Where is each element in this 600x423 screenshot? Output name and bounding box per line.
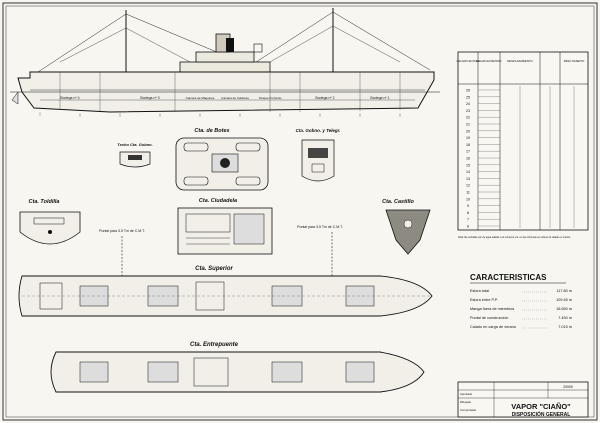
title-block: Aprobado Dibujado Comprobado 20000 VAPOR… (457, 381, 589, 418)
hold-label-4: Bodega nº 4 (60, 96, 79, 100)
table-header-desplazamiento: DESPLAZAMIENTO (507, 59, 533, 63)
draft-row-label: 11 (466, 191, 470, 195)
draft-row-label: 23 (466, 109, 470, 113)
characteristic-label: Puntal de construcción (470, 316, 508, 320)
label-cta-gobierno: Cta. Gobno. y Telegr. (296, 128, 341, 133)
label-cta-castillo: Cta. Castillo (382, 199, 414, 205)
forecastle-plan (385, 209, 431, 255)
wheelhouse-deck-plan (301, 139, 335, 182)
characteristic-value: 117.80 m (556, 289, 572, 293)
hold-label-2: Bodega nº 2 (315, 96, 334, 100)
draft-row-label: 10 (466, 197, 470, 201)
table-header-peso-muerto: PESO MUERTO (564, 59, 585, 63)
ship-name: VAPOR "CIAÑO" (511, 402, 571, 411)
upper-deck-plan (18, 275, 433, 317)
wheelhouse-top-plan (119, 151, 151, 168)
draft-row-label: 26 (466, 89, 470, 93)
characteristic-label: Eslora total (470, 289, 489, 293)
draft-row-label: 21 (466, 123, 470, 127)
draft-row-label: 20 (466, 129, 470, 133)
draft-row-label: 7 (467, 218, 469, 222)
draft-row-label: 9 (467, 204, 469, 208)
characteristic-value: 109.45 m (556, 298, 572, 302)
label-cta-superior: Cta. Superior (195, 266, 233, 272)
characteristic-value: 7.450 m (558, 316, 572, 320)
bridge-deck-plan (177, 207, 273, 255)
title-label-dibujado: Dibujado (460, 400, 471, 404)
room-label-tanque: Tanque Profundo (259, 96, 282, 100)
title-ref: 20000 (563, 385, 573, 389)
draft-row-label: 15 (466, 163, 470, 167)
boat-deck-plan (175, 137, 269, 191)
draft-row-label: 24 (466, 102, 470, 106)
characteristic-label: Eslora entre P.P. (470, 298, 498, 302)
label-cta-ciudadela: Cta. Ciudadela (199, 198, 237, 204)
characteristic-value: 16.650 m (556, 307, 572, 311)
draft-row-label: 14 (466, 170, 470, 174)
label-cta-botes: Cta. de Botes (194, 128, 229, 134)
draft-row-label: 25 (466, 95, 470, 99)
title-label-aprobado: Aprobado (460, 392, 473, 396)
drawing-inner-border (5, 5, 595, 418)
label-cta-entrepuente: Cta. Entrepuente (190, 342, 239, 348)
draft-row-label: 13 (466, 177, 470, 181)
draft-row-label: 16 (466, 157, 470, 161)
title-label-comprobado: Comprobado (460, 408, 477, 412)
displacement-scale-table: CALADO EN PIES CALADO EN METROS DESPLAZA… (456, 51, 589, 231)
poop-deck-plan (19, 211, 81, 245)
table-header-calado-metros: CALADO EN METROS (477, 60, 502, 63)
characteristic-value: 7.015 m (558, 325, 572, 329)
drawing-subtitle: DISPOSICIÓN GENERAL (512, 410, 571, 418)
table-header-calado-pies: CALADO EN PIES (456, 59, 479, 63)
label-techo-gobno: Techo Cta. Gobno. (117, 142, 152, 147)
characteristics-title: CARACTERISTICAS (470, 273, 547, 282)
draft-rows: 26 25 24 23 22 21 20 19 18 17 16 15 14 13 12 11 10 9 8 7 6 (466, 89, 500, 229)
room-label-maquinas: Cámara de Máquinas (186, 96, 215, 100)
characteristic-label: Manga fuera de miembros (470, 307, 514, 311)
hold-label-3: Bodega nº 3 (140, 96, 159, 100)
draft-row-label: 8 (467, 211, 469, 215)
hold-label-1: Bodega nº 1 (370, 96, 389, 100)
ship-profile: Bodega nº 4 Bodega nº 3 Bodega nº 2 Bode… (10, 8, 440, 117)
room-label-calderas: Cámara de Calderas (221, 96, 249, 100)
characteristic-label: Calado en carga de verano (470, 325, 516, 329)
draft-row-label: 17 (466, 150, 470, 154)
draft-row-label: 22 (466, 116, 470, 120)
draft-row-label: 18 (466, 143, 470, 147)
draft-row-label: 19 (466, 136, 470, 140)
scale-table-note: Nota: las entradas son de agua salada. L… (458, 236, 571, 239)
label-cta-toldilla: Cta. Toldilla (29, 199, 60, 205)
draft-row-label: 6 (467, 225, 469, 229)
characteristics-list: Eslora total 117.80 m Eslora entre P.P. 109… (470, 289, 572, 329)
puntal-note-fwd: Puntal para 3.5 Tm de C.M.T. (297, 225, 343, 229)
draft-row-label: 12 (466, 184, 470, 188)
puntal-note-aft: Puntal para 3.5 Tm de C.M.T. (99, 229, 145, 233)
tween-deck-plan (50, 351, 425, 393)
